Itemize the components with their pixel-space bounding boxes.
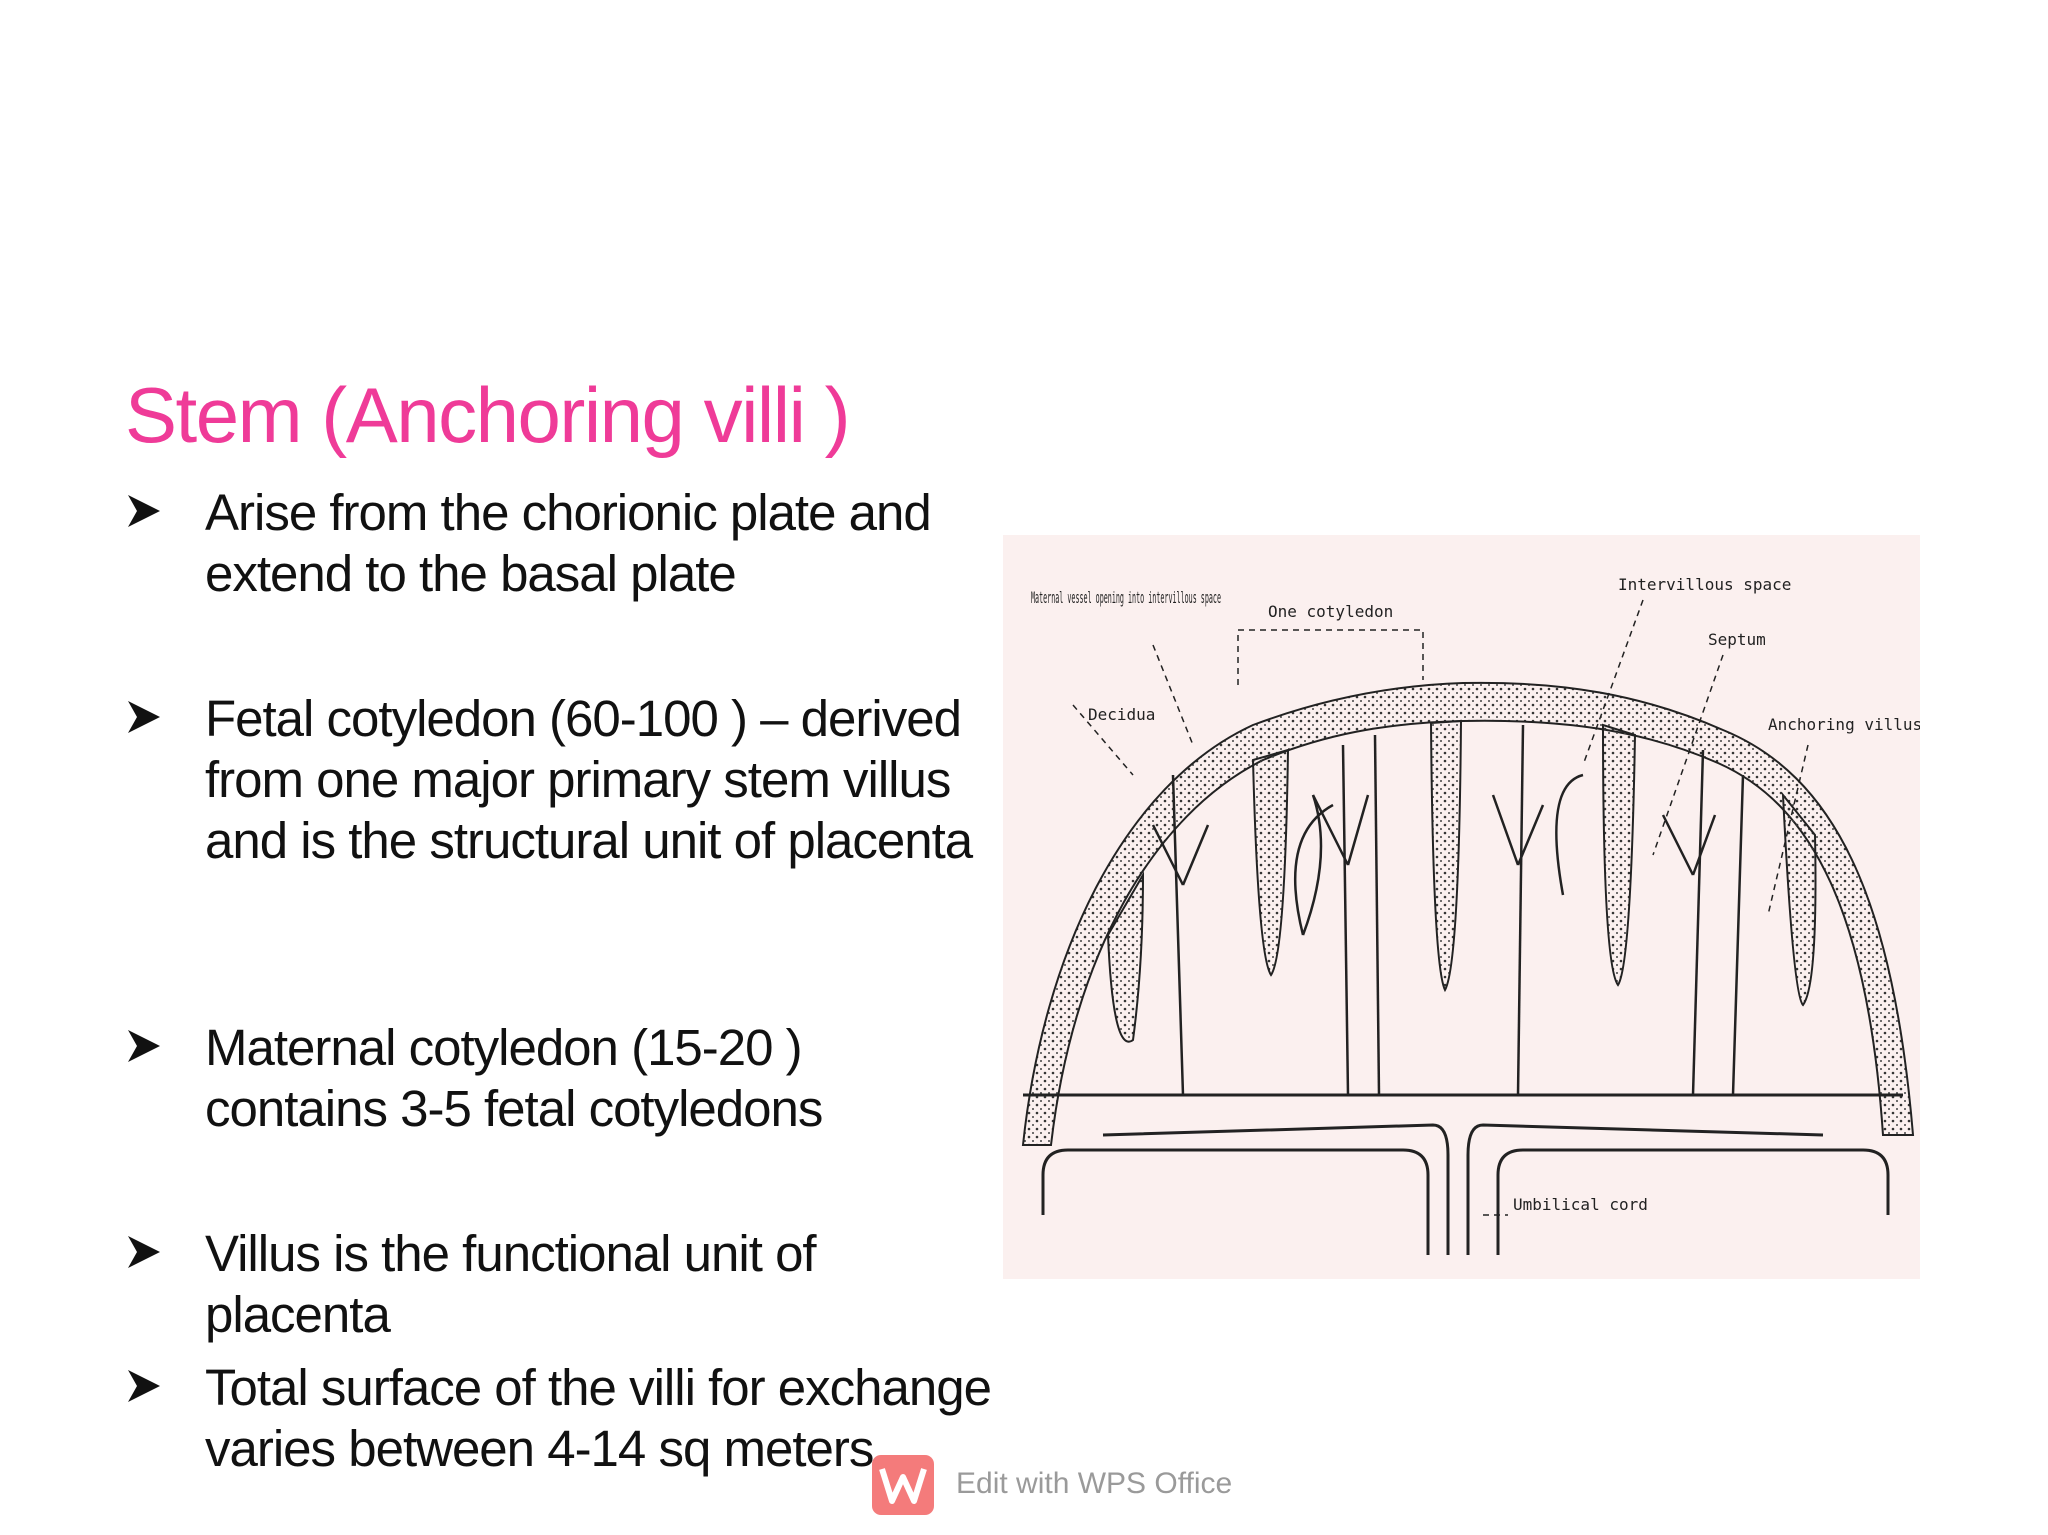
arrow-bullet-icon bbox=[128, 1236, 160, 1268]
slide-title: Stem (Anchoring villi ) bbox=[125, 371, 851, 459]
arrow-bullet-icon bbox=[128, 1030, 160, 1062]
bullet-item: Fetal cotyledon (60-100 ) – derived from… bbox=[125, 688, 1015, 871]
label-maternal-vessel: Maternal vessel opening into intervillou… bbox=[1031, 588, 1221, 607]
label-decidua: Decidua bbox=[1088, 705, 1155, 724]
pointer-lines bbox=[1072, 599, 1809, 1216]
arrow-bullet-icon bbox=[128, 1370, 160, 1402]
label-intervillous-space: Intervillous space bbox=[1618, 575, 1791, 594]
arrow-bullet-icon bbox=[128, 701, 160, 733]
label-septum: Septum bbox=[1708, 630, 1766, 649]
label-anchoring-villus: Anchoring villus bbox=[1768, 715, 1920, 734]
bullet-item: Arise from the chorionic plate and exten… bbox=[125, 482, 1015, 604]
wps-label: Edit with WPS Office bbox=[956, 1467, 1233, 1500]
wps-logo-icon bbox=[872, 1455, 934, 1515]
bullet-item: Maternal cotyledon (15-20 ) contains 3-5… bbox=[125, 1017, 1015, 1139]
bullet-item: Total surface of the villi for exchange … bbox=[125, 1357, 1015, 1479]
chorionic-plate bbox=[1021, 681, 1915, 1146]
basal-plate bbox=[1023, 1093, 1903, 1255]
arrow-bullet-icon bbox=[128, 495, 160, 527]
septa bbox=[1106, 719, 1817, 1043]
bullet-item: Villus is the functional unit of placent… bbox=[125, 1223, 1015, 1345]
placenta-diagram: Maternal vessel opening into intervillou… bbox=[1003, 535, 1920, 1279]
stem-villi bbox=[1151, 724, 1745, 1096]
label-umbilical-cord: Umbilical cord bbox=[1513, 1195, 1648, 1214]
label-one-cotyledon: One cotyledon bbox=[1268, 602, 1393, 621]
